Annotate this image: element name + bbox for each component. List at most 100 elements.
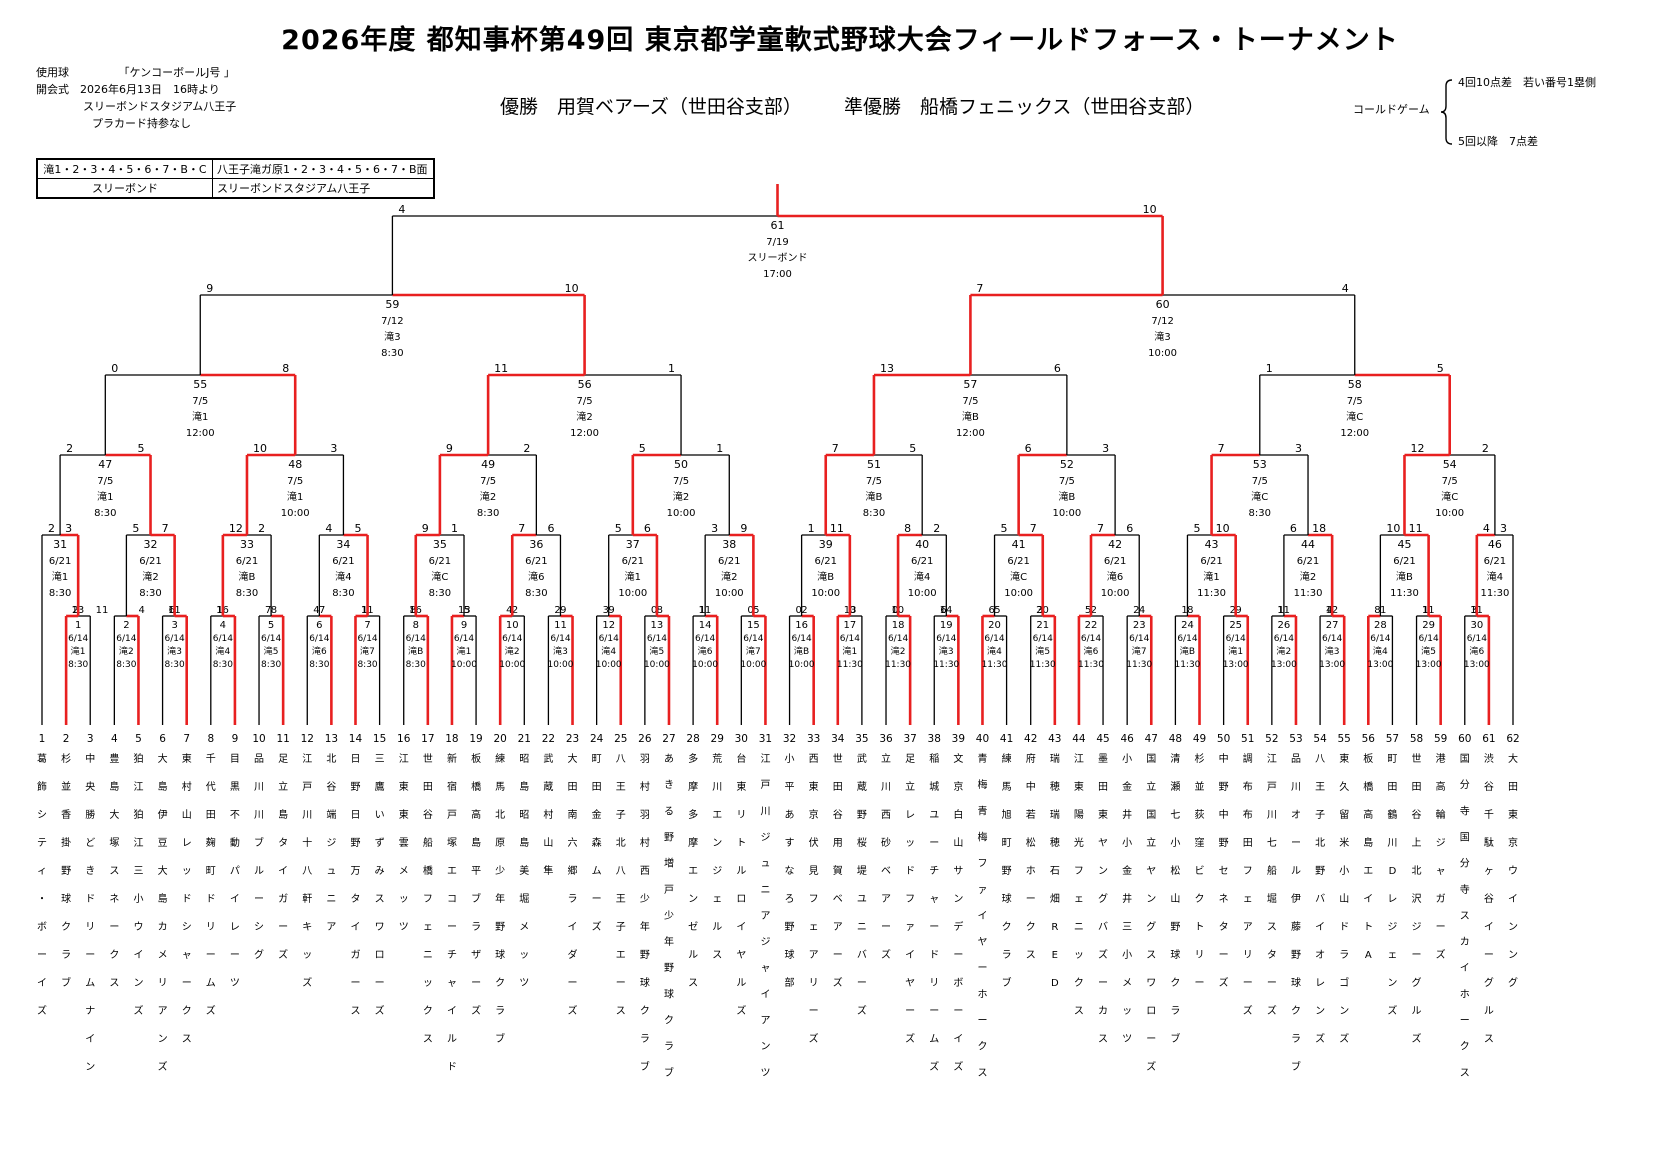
team-number: 55 [1338, 733, 1351, 745]
score: 4 [506, 605, 512, 616]
match-number: 31 [53, 538, 67, 551]
match-venue: 滝7 [360, 646, 375, 657]
score: 4 [1342, 282, 1349, 295]
svg-text:ン: ン [1146, 894, 1156, 905]
svg-text:宿: 宿 [447, 780, 457, 793]
svg-text:沢: 沢 [1412, 892, 1422, 905]
match-venue: 滝1 [52, 571, 68, 583]
svg-text:山: 山 [182, 809, 192, 821]
score: 7 [265, 605, 271, 616]
svg-text:イ: イ [1315, 922, 1325, 933]
svg-text:グ: グ [1412, 976, 1422, 989]
svg-text:ズ: ズ [471, 1004, 481, 1017]
svg-text:ユ: ユ [857, 894, 867, 905]
match-number: 4 [220, 620, 226, 631]
svg-text:ラ: ラ [1339, 949, 1349, 961]
score: 1 [699, 605, 705, 616]
match-venue: 滝1 [287, 491, 303, 503]
match-venue: 滝2 [673, 491, 689, 503]
match-venue: 滝C [1346, 411, 1363, 423]
svg-text:ア: ア [833, 922, 843, 933]
svg-text:伊: 伊 [158, 809, 168, 821]
svg-text:ン: ン [158, 1034, 168, 1045]
score: 8 [1374, 605, 1380, 616]
svg-text:ク: ク [109, 949, 119, 961]
svg-text:ン: ン [760, 1042, 770, 1053]
match-date: 7/5 [192, 396, 208, 407]
svg-text:い: い [375, 810, 385, 821]
svg-text:東: 東 [399, 808, 409, 821]
svg-text:橋: 橋 [1363, 780, 1373, 793]
score: 10 [1386, 522, 1400, 535]
svg-text:ク: ク [495, 977, 505, 989]
svg-text:ド: ド [85, 894, 95, 905]
match-date: 6/14 [165, 634, 185, 644]
match-time: 12:00 [570, 428, 599, 439]
match-number: 32 [144, 538, 158, 551]
match-number: 12 [602, 620, 615, 631]
svg-text:川: 川 [1267, 810, 1277, 821]
svg-text:ツ: ツ [230, 978, 240, 989]
score: 13 [880, 362, 894, 375]
match-number: 49 [481, 458, 495, 471]
svg-text:京: 京 [809, 808, 819, 821]
svg-text:野: 野 [857, 809, 867, 821]
svg-text:ー: ー [1195, 978, 1205, 989]
svg-text:若: 若 [1026, 808, 1036, 821]
svg-text:ー: ー [1484, 950, 1494, 961]
svg-text:ル: ル [736, 866, 746, 877]
svg-text:ア: ア [158, 1006, 168, 1017]
svg-text:ー: ー [1412, 950, 1422, 961]
match-number: 16 [795, 620, 808, 631]
team-number: 50 [1217, 733, 1230, 745]
svg-text:ラ: ラ [1170, 1005, 1180, 1017]
svg-text:D: D [1051, 978, 1059, 989]
svg-text:川: 川 [302, 810, 312, 821]
match-time: 8:30 [94, 508, 116, 519]
svg-text:イ: イ [447, 1006, 457, 1017]
svg-text:ド: ド [1339, 922, 1349, 933]
match-time: 10:00 [281, 508, 310, 519]
svg-text:多: 多 [688, 808, 698, 821]
svg-text:荒: 荒 [712, 753, 722, 765]
svg-text:デ: デ [953, 920, 963, 933]
match-date: 6/14 [502, 634, 522, 644]
svg-text:杉: 杉 [61, 752, 71, 765]
svg-text:ヤ: ヤ [1146, 866, 1156, 877]
svg-text:ろ: ろ [785, 894, 795, 905]
svg-text:ズ: ズ [809, 1032, 819, 1045]
svg-text:野: 野 [1315, 865, 1325, 877]
svg-text:イ: イ [977, 911, 987, 922]
svg-text:ル: ル [1484, 1006, 1494, 1017]
svg-text:十: 十 [302, 836, 312, 849]
svg-text:ド: ド [182, 894, 192, 905]
match-venue: 滝2 [576, 411, 592, 423]
svg-text:グ: グ [1484, 976, 1494, 989]
svg-text:ク: ク [640, 1005, 650, 1017]
svg-text:ー: ー [953, 1006, 963, 1017]
svg-text:並: 並 [61, 780, 71, 793]
svg-text:不: 不 [230, 810, 240, 821]
match-time: 11:30 [837, 660, 863, 670]
svg-text:ブ: ブ [664, 1066, 674, 1079]
svg-text:D: D [1389, 866, 1397, 877]
match-venue: 滝7 [746, 646, 761, 657]
match-time: 10:00 [451, 660, 477, 670]
score: 0 [892, 605, 898, 616]
svg-text:野: 野 [495, 921, 505, 933]
svg-text:港: 港 [1436, 753, 1446, 765]
svg-text:島: 島 [158, 892, 168, 905]
team-number: 39 [952, 733, 965, 745]
svg-text:文: 文 [953, 752, 963, 765]
match-number: 57 [963, 378, 977, 391]
team-number: 44 [1072, 733, 1086, 745]
match-time: 8:30 [477, 508, 499, 519]
svg-text:タ: タ [350, 893, 360, 905]
